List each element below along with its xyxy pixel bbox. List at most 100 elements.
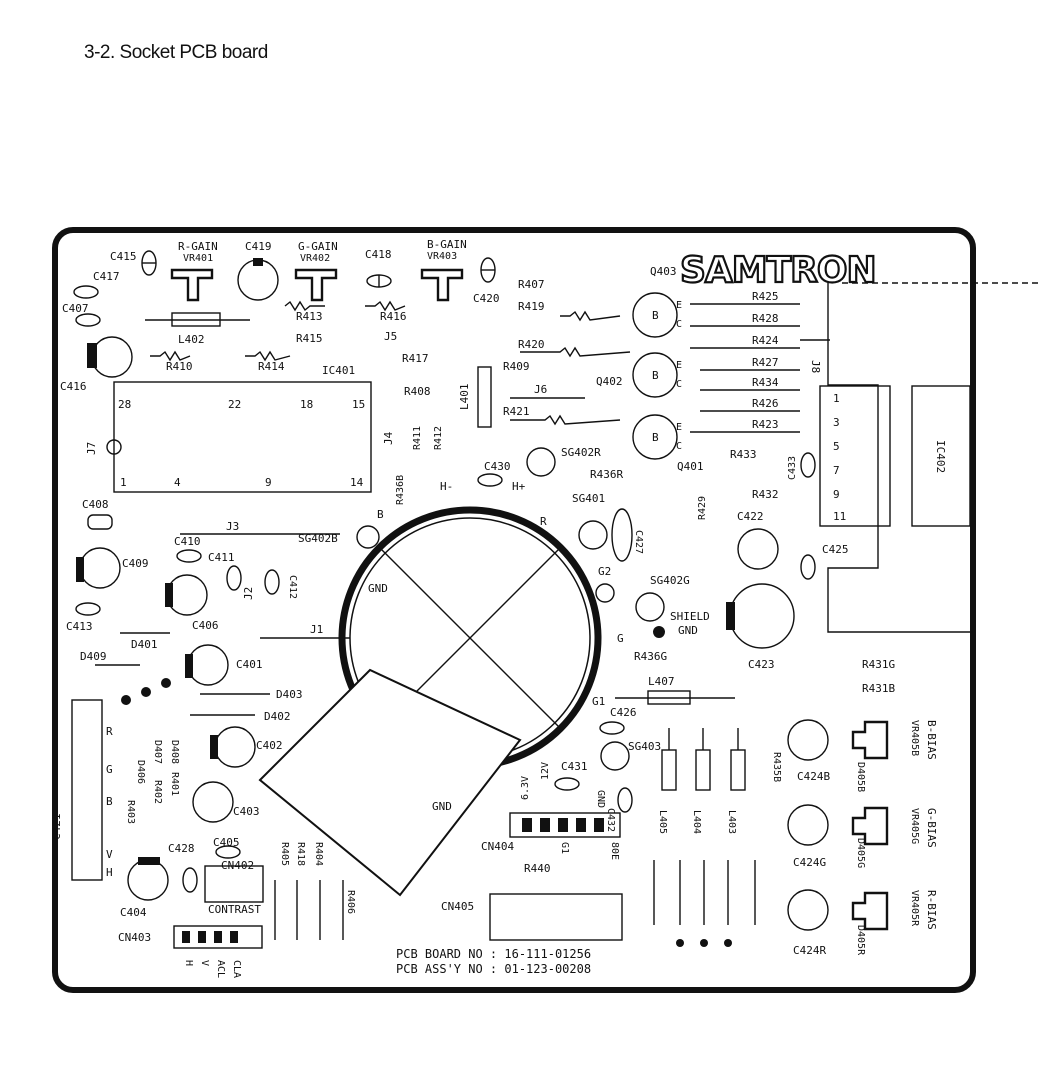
q402-base: B bbox=[652, 369, 659, 382]
cn403-pin-acl: ACL bbox=[215, 960, 226, 978]
c424b-label: C424B bbox=[797, 770, 830, 783]
c427-label: C427 bbox=[633, 530, 644, 554]
j8-outline bbox=[827, 282, 973, 633]
r420-label: R420 bbox=[518, 338, 545, 351]
contrast-label: CONTRAST bbox=[208, 903, 261, 916]
q401-collector: C bbox=[676, 441, 682, 452]
c411-capacitor bbox=[226, 565, 242, 591]
board-outline bbox=[52, 227, 976, 993]
r432-label: R432 bbox=[752, 488, 779, 501]
r427-label: R427 bbox=[752, 356, 779, 369]
c403-label: C403 bbox=[233, 805, 260, 818]
r423-label: R423 bbox=[752, 418, 779, 431]
l403-label: L403 bbox=[726, 810, 737, 834]
r431g-label: R431G bbox=[862, 658, 895, 671]
d408-label: D408 bbox=[169, 740, 180, 764]
q402-emitter: E bbox=[676, 360, 682, 371]
j8-pin-7: 7 bbox=[833, 464, 840, 477]
v63-label: 6.3V bbox=[520, 776, 531, 800]
r414-resistor bbox=[245, 350, 291, 362]
shield-label: SHIELD bbox=[670, 610, 710, 623]
l407-inductor bbox=[647, 690, 691, 705]
samtron-logo: SAMTRON bbox=[680, 250, 876, 291]
r425-label: R425 bbox=[752, 290, 779, 303]
cn404-g2-label: 80E bbox=[609, 842, 620, 860]
r408-label: R408 bbox=[404, 385, 431, 398]
c424g-capacitor bbox=[787, 804, 829, 846]
c408-label: C408 bbox=[82, 498, 109, 511]
c432-label: C432 bbox=[605, 808, 616, 832]
r412-label: R412 bbox=[433, 426, 444, 450]
c417-capacitor bbox=[73, 285, 99, 299]
c415-label: C415 bbox=[110, 250, 137, 263]
vr403-label: VR403 bbox=[427, 251, 457, 262]
ic401-label: IC401 bbox=[322, 364, 355, 377]
j8-pin-11: 11 bbox=[833, 510, 846, 523]
cn404-gnd-label: GND bbox=[595, 790, 606, 808]
sg401-gap bbox=[578, 520, 608, 550]
j8-pin-3: 3 bbox=[833, 416, 840, 429]
cn402-connector bbox=[204, 865, 264, 903]
r411-label: R411 bbox=[412, 426, 423, 450]
l405-label: L405 bbox=[657, 810, 668, 834]
ic401-pin1: 1 bbox=[120, 476, 127, 489]
c432-capacitor bbox=[617, 787, 633, 813]
v12-label: 12V bbox=[540, 762, 551, 780]
pin-v-label: V bbox=[106, 848, 113, 861]
sg402r-gap bbox=[526, 447, 556, 477]
r414-label: R414 bbox=[258, 360, 285, 373]
vr403-pot bbox=[420, 268, 464, 302]
pcb-assy-no: PCB ASS'Y NO : 01-123-00208 bbox=[396, 962, 591, 976]
d407-pad bbox=[141, 687, 151, 697]
h-plus-label: H+ bbox=[512, 480, 526, 493]
c410-capacitor bbox=[176, 549, 202, 563]
r436b-label: R436B bbox=[395, 475, 406, 505]
vr405b-label: VR405B bbox=[909, 720, 920, 756]
q403-emitter: E bbox=[676, 300, 682, 311]
c419-label: C419 bbox=[245, 240, 272, 253]
r415-label: R415 bbox=[296, 332, 323, 345]
q401-base: B bbox=[652, 431, 659, 444]
ic401-notch bbox=[106, 439, 122, 455]
r420-resistor bbox=[520, 346, 631, 358]
c425-capacitor bbox=[800, 554, 816, 580]
r406-label: R406 bbox=[345, 890, 356, 914]
d406-pad bbox=[121, 695, 131, 705]
b-gain-label: B-GAIN bbox=[427, 238, 467, 251]
cn405-connector bbox=[489, 893, 623, 941]
r409-label: R409 bbox=[503, 360, 530, 373]
j8-pin-1: 1 bbox=[833, 392, 840, 405]
page-heading: 3-2. Socket PCB board bbox=[84, 42, 268, 63]
r440-label: R440 bbox=[524, 862, 551, 875]
r421-label: R421 bbox=[503, 405, 530, 418]
vr402-label: VR402 bbox=[300, 253, 330, 264]
vr401-pot bbox=[170, 268, 214, 302]
c423-label: C423 bbox=[748, 658, 775, 671]
c421-label: C421 bbox=[50, 814, 63, 841]
j8-pin-5: 5 bbox=[833, 440, 840, 453]
sg403-label: SG403 bbox=[628, 740, 661, 753]
cn403-pin-cla: CLA bbox=[231, 960, 242, 978]
d403-label: D403 bbox=[276, 688, 303, 701]
l404-label: L404 bbox=[691, 810, 702, 834]
cn404-label: CN404 bbox=[481, 840, 514, 853]
c408-capacitor bbox=[87, 514, 113, 530]
r404-label: R404 bbox=[313, 842, 324, 866]
sg402g-label: SG402G bbox=[650, 574, 690, 587]
c423-capacitor bbox=[729, 583, 795, 649]
d406-label: D406 bbox=[135, 760, 146, 784]
r421-resistor bbox=[510, 414, 621, 426]
q403-transistor bbox=[632, 292, 678, 338]
vr405r-pot bbox=[851, 891, 889, 931]
vr405g-pot bbox=[851, 806, 889, 846]
l402-inductor bbox=[171, 312, 221, 327]
q403-label: Q403 bbox=[650, 265, 677, 278]
r410-label: R410 bbox=[166, 360, 193, 373]
c409-capacitor bbox=[79, 547, 121, 589]
q402-collector: C bbox=[676, 379, 682, 390]
cn404-g1-label: G1 bbox=[559, 842, 570, 854]
pin-g-label: G bbox=[106, 763, 113, 776]
j4-label: J4 bbox=[382, 431, 395, 445]
r433-label: R433 bbox=[730, 448, 757, 461]
